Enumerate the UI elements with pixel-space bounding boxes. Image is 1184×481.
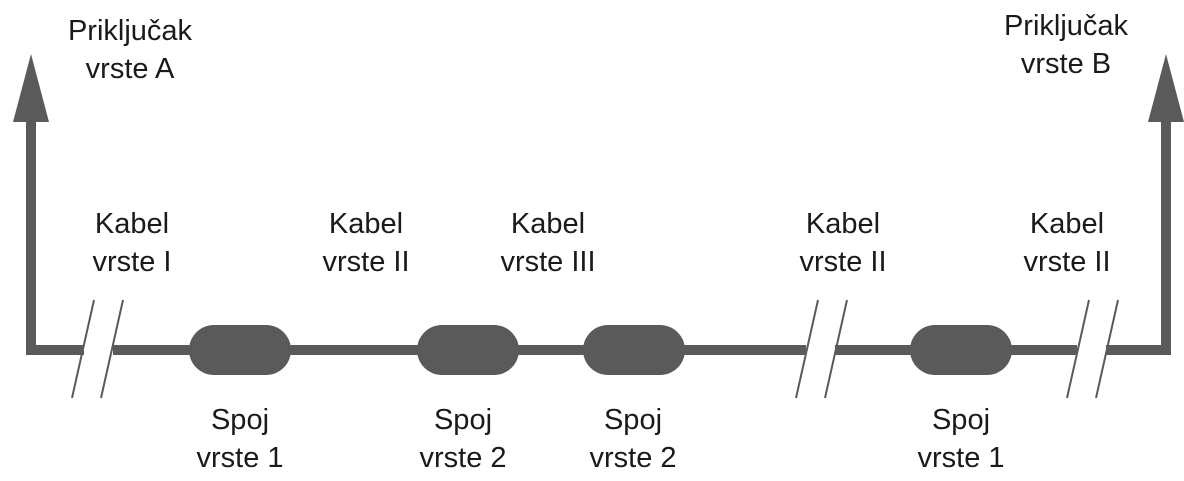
joint-4 (910, 325, 1012, 375)
connector-b-line (1106, 110, 1171, 355)
cable-label-3: Kabel vrste III (500, 205, 595, 281)
cable-label-4-line2: vrste II (799, 246, 887, 278)
cable-break-3 (1066, 299, 1119, 399)
joint-label-3: Spoj vrste 2 (589, 401, 676, 477)
cable-label-5-line2: vrste II (1023, 246, 1111, 278)
cable-label-5: Kabel vrste II (1023, 205, 1110, 281)
cable-label-3-line2: vrste III (500, 246, 596, 278)
joint-label-3-line2: vrste 2 (589, 442, 677, 474)
cable-label-2-line2: vrste II (322, 246, 410, 278)
joint-2 (417, 325, 519, 375)
cable-label-2-line1: Kabel (328, 208, 404, 240)
joint-label-2-line1: Spoj (433, 404, 493, 436)
connector-a-line (26, 120, 84, 355)
joint-label-1-line2: vrste 1 (196, 442, 284, 474)
connector-a-label-line1: Priključak (67, 15, 193, 47)
connector-b-label-line1: Priključak (1003, 10, 1129, 42)
joint-label-4-line1: Spoj (931, 404, 991, 436)
cable-break-1 (71, 299, 124, 399)
connector-a-arrowhead (13, 54, 49, 122)
joint-label-1-line1: Spoj (210, 404, 270, 436)
cable-label-2: Kabel vrste II (322, 205, 409, 281)
cable-label-1-line2: vrste I (92, 246, 172, 278)
joint-label-2: Spoj vrste 2 (419, 401, 506, 477)
joint-label-1: Spoj vrste 1 (196, 401, 283, 477)
joint-3 (583, 325, 685, 375)
connector-b-label: Priključak vrste B (1004, 7, 1128, 83)
cable-label-1: Kabel vrste I (93, 205, 172, 281)
cable-label-3-line1: Kabel (510, 208, 586, 240)
joint-label-4: Spoj vrste 1 (917, 401, 1004, 477)
cable-break-2 (795, 299, 848, 399)
joint-label-4-line2: vrste 1 (917, 442, 1005, 474)
joint-1 (189, 325, 291, 375)
connector-b-arrowhead (1148, 54, 1184, 122)
cable-label-4-line1: Kabel (805, 208, 881, 240)
cable-label-1-line1: Kabel (94, 208, 170, 240)
joint-label-2-line2: vrste 2 (419, 442, 507, 474)
joint-label-3-line1: Spoj (603, 404, 663, 436)
cable-label-5-line1: Kabel (1029, 208, 1105, 240)
connector-b-label-line2: vrste B (1020, 48, 1112, 80)
connector-a-label-line2: vrste A (85, 53, 175, 85)
connector-a-label: Priključak vrste A (68, 12, 192, 88)
cable-label-4: Kabel vrste II (799, 205, 886, 281)
